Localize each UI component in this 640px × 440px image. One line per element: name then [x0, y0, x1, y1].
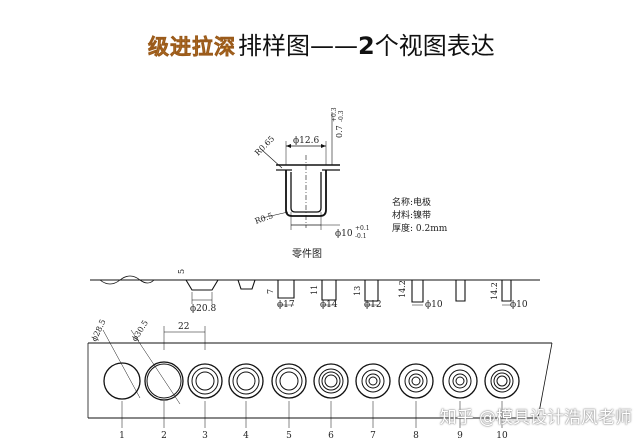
station-ring [144, 361, 184, 401]
station-ring [103, 362, 141, 400]
part-info-material: 材料:镍带 [392, 209, 431, 221]
station-ring [368, 376, 378, 386]
station-ring [321, 371, 341, 391]
station-number: 4 [243, 431, 249, 440]
pitch-dim: 22 [178, 322, 189, 332]
station-numbers: 1 2 3 4 5 6 7 8 9 10 [119, 431, 508, 440]
dim-inner-tol-upper: +0.1 [355, 225, 370, 232]
side-dim-5: 5 [177, 269, 186, 274]
station-ring [228, 363, 264, 399]
station-ring [187, 363, 223, 399]
side-dia-5: ϕ10 [510, 300, 528, 310]
station-ring [236, 371, 256, 391]
station-number: 6 [328, 431, 334, 440]
side-dia-3: ϕ12 [364, 300, 382, 310]
station-ring [195, 371, 215, 391]
hole-dia-a: ϕ28.5 [90, 318, 108, 343]
hole-dia-b: ϕ30.5 [130, 319, 150, 343]
station-ring [452, 373, 468, 389]
station-ring [232, 367, 260, 395]
watermark: 知乎 @模具设计浩风老师 [439, 408, 632, 428]
dim-flange-tol-upper: +0.3 [331, 107, 338, 122]
station-ring [496, 375, 508, 387]
station-ring [448, 369, 472, 393]
title-highlight: 级进拉深 [148, 35, 236, 60]
side-height-5: 14.2 [490, 282, 499, 300]
station-ring [361, 369, 385, 393]
station-ring [324, 374, 338, 388]
station-ring [484, 363, 520, 399]
side-dim-208: ϕ20.8 [190, 304, 216, 314]
dim-radius-bottom: R0.5 [254, 211, 275, 226]
side-dia-4: ϕ10 [425, 300, 443, 310]
station-ring [146, 363, 182, 399]
station-number: 2 [161, 431, 167, 440]
side-height-2: 11 [310, 285, 319, 295]
side-height-1: 7 [266, 289, 275, 294]
station-ring [490, 369, 514, 393]
station-number: 8 [413, 431, 419, 440]
station-ring [191, 367, 219, 395]
station-number: 7 [370, 431, 376, 440]
station-number: 10 [496, 431, 508, 440]
station-ring [279, 371, 299, 391]
side-height-3: 13 [353, 286, 362, 296]
dim-outer-diameter: ϕ12.6 [293, 136, 319, 146]
station-ring [455, 376, 465, 386]
dim-radius-top: R0.65 [253, 134, 276, 157]
part-info-name: 名称:电极 [392, 196, 431, 208]
station-ring [271, 363, 307, 399]
dim-inner-tol-lower: -0.1 [355, 233, 367, 240]
side-dia-1: ϕ17 [277, 300, 295, 310]
part-caption: 零件图 [292, 248, 322, 260]
station-ring [313, 363, 349, 399]
strip-top-view [87, 326, 553, 419]
station-circles [103, 361, 520, 428]
station-number: 5 [286, 431, 292, 440]
side-dia-2: ϕ14 [320, 300, 338, 310]
station-ring [275, 367, 303, 395]
station-ring [404, 369, 428, 393]
title-rest: 排样图——2个视图表达 [238, 32, 495, 60]
part-drawing [261, 112, 340, 230]
dim-flange-tol: 0.7 [335, 125, 344, 138]
dim-inner-diameter: ϕ10 [335, 229, 353, 239]
station-ring [442, 363, 478, 399]
station-number: 9 [457, 431, 463, 440]
part-info-thickness: 厚度: 0.2mm [392, 222, 448, 234]
dim-flange-tol-lower: -0.3 [338, 110, 345, 122]
station-ring [355, 363, 391, 399]
strip-side-view [90, 275, 540, 306]
station-number: 3 [202, 431, 208, 440]
station-ring [408, 373, 424, 389]
station-ring [411, 376, 421, 386]
station-number: 1 [119, 431, 125, 440]
station-ring [493, 372, 511, 390]
slide-title: 级进拉深排样图——2个视图表达 [148, 26, 495, 66]
station-ring [398, 363, 434, 399]
side-height-4: 14.2 [398, 280, 407, 298]
station-ring [318, 368, 344, 394]
station-ring [365, 373, 381, 389]
